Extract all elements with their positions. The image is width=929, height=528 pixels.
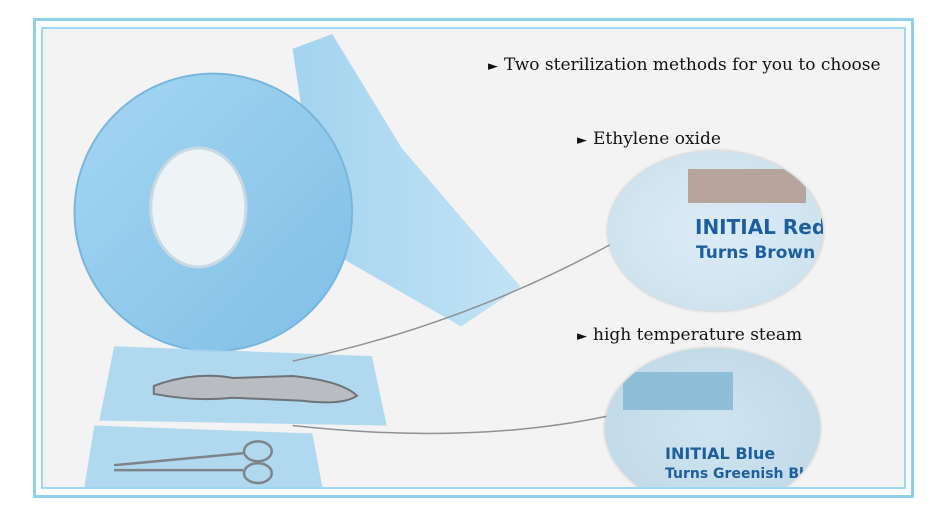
clipper-icon xyxy=(152,374,359,404)
callout-line-eo xyxy=(292,241,616,362)
method-label-ethylene-oxide: ►Ethylene oxide xyxy=(577,129,721,149)
method-label-steam: ►high temperature steam xyxy=(577,325,803,345)
outer-frame xyxy=(33,18,914,498)
product-photo xyxy=(73,33,616,487)
indicator-initial-text: INITIAL Blue xyxy=(665,444,776,463)
indicator-initial-text: INITIAL Red xyxy=(695,215,823,239)
indicator-lens-ethylene-oxide: INITIAL Red Turns Brown xyxy=(608,151,823,311)
bullet-arrow-icon: ► xyxy=(577,133,587,148)
indicator-result-text: Turns Greenish Black xyxy=(665,466,820,482)
indicator-lens-steam: INITIAL Blue Turns Greenish Black xyxy=(605,348,820,487)
indicator-result-text: Turns Brown xyxy=(696,243,816,263)
callout-line-steam xyxy=(292,414,610,435)
product-image: ►Two sterilization methods for you to ch… xyxy=(41,27,906,489)
bullet-arrow-icon: ► xyxy=(488,59,498,74)
roll-strip xyxy=(292,33,521,327)
roll-core xyxy=(149,146,248,269)
indicator-swatch-red-brown xyxy=(688,169,806,203)
scissors-icon xyxy=(114,440,274,485)
headline: ►Two sterilization methods for you to ch… xyxy=(488,55,881,75)
bullet-arrow-icon: ► xyxy=(577,329,587,344)
indicator-swatch-blue xyxy=(623,372,733,410)
